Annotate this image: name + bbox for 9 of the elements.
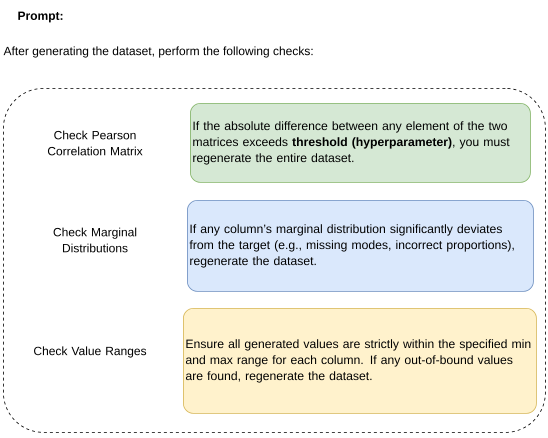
text-box: If any column’s marginal distribution significantly deviates from the target (e.g., missing modes, incorrect proportions), regenerate the dataset. [187, 200, 534, 292]
check-label: Check Value Ranges [34, 346, 146, 358]
dashed-frame [3, 88, 546, 433]
intro-text: After generating the dataset, perform the following checks: [4, 46, 313, 58]
text-box: If the absolute difference between any element of the two matrices exceeds threshold (hyperparameter), you must regenerate the entire dataset. [190, 103, 531, 183]
text-box: Ensure all generated values are strictly within the specified min and max range for each column. If any out-of-bound values are found, regenerate the dataset. [183, 308, 537, 414]
check-label: Check Pearson Correlation Matrix [48, 130, 143, 156]
heading: Prompt: [18, 12, 62, 22]
check-label: Check Marginal Distributions [54, 228, 136, 252]
